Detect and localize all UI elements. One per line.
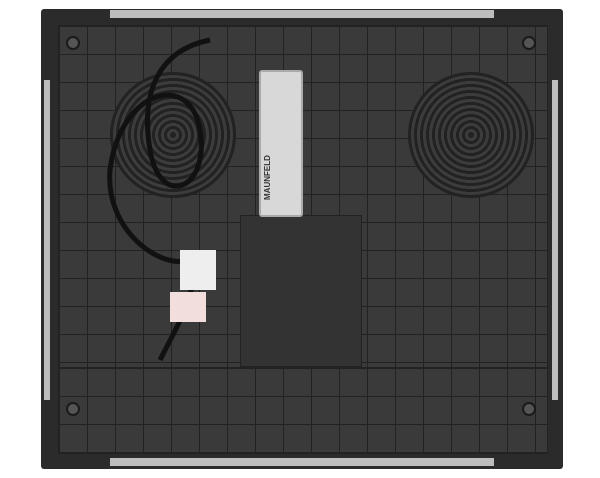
bottom-vent-panel [58, 367, 548, 454]
brand-text: MAUNFELD [263, 155, 272, 200]
center-panel [240, 215, 362, 367]
cable-tag [170, 292, 206, 322]
screw-icon [522, 36, 536, 50]
cable-tag [180, 250, 216, 290]
screw-icon [522, 402, 536, 416]
right-cooling-fan [408, 72, 534, 198]
bottom-frame-strip [110, 458, 494, 466]
left-frame-strip [44, 80, 50, 400]
right-frame-strip [552, 80, 558, 400]
power-cable [107, 37, 216, 362]
screw-icon [66, 402, 80, 416]
screw-icon [66, 36, 80, 50]
top-frame-strip [110, 10, 494, 18]
rating-label [259, 70, 303, 217]
